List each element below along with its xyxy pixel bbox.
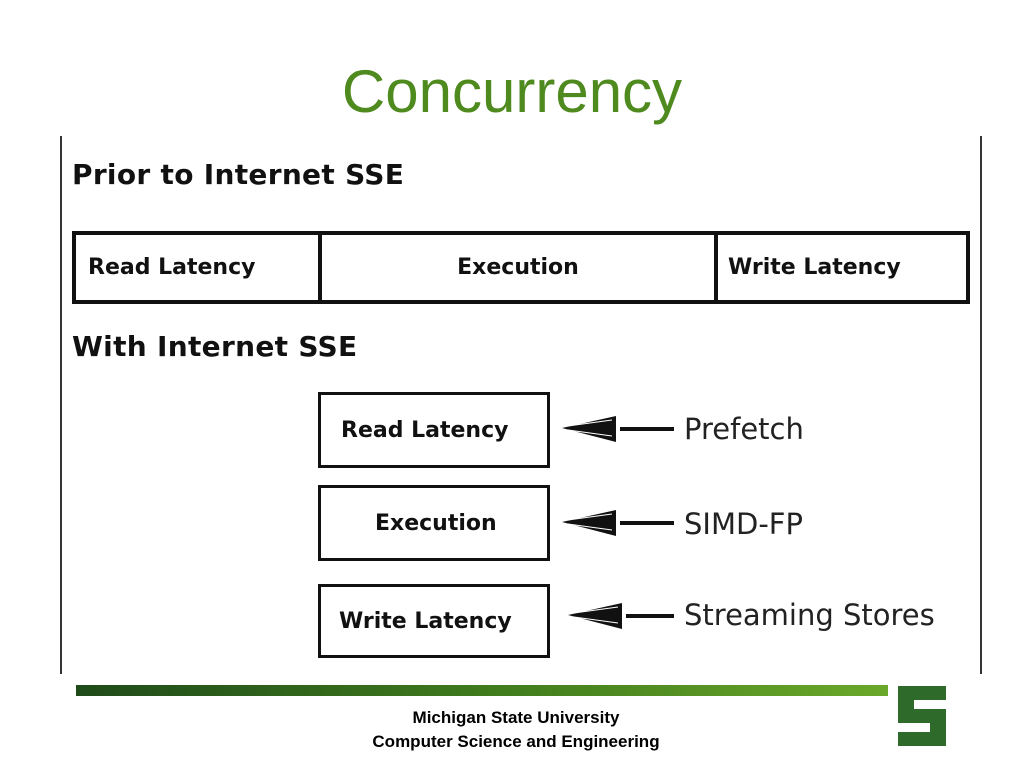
panel-right-border bbox=[980, 136, 982, 674]
footer-department: Computer Science and Engineering bbox=[372, 732, 660, 751]
msu-spartan-s-logo bbox=[898, 686, 946, 746]
left-arrow-icon bbox=[568, 603, 674, 629]
footer-university: Michigan State University bbox=[412, 708, 620, 727]
with-heading: With Internet SSE bbox=[72, 330, 358, 363]
prior-heading: Prior to Internet SSE bbox=[72, 158, 405, 191]
stage-read-latency: Read Latency bbox=[318, 392, 550, 468]
prior-execution-segment: Execution bbox=[322, 235, 718, 300]
feature-streaming-stores: Streaming Stores bbox=[684, 598, 935, 632]
prior-read-latency-segment: Read Latency bbox=[76, 235, 322, 300]
panel-left-border bbox=[60, 136, 62, 674]
left-arrow-icon bbox=[562, 416, 674, 442]
slide-title: Concurrency bbox=[341, 58, 683, 125]
prior-pipeline-bar: Read Latency Execution Write Latency bbox=[72, 231, 970, 304]
prior-write-latency-segment: Write Latency bbox=[728, 255, 901, 280]
left-arrow-icon bbox=[562, 510, 674, 536]
stage-execution: Execution bbox=[318, 485, 550, 561]
footer-divider bbox=[76, 685, 888, 696]
feature-prefetch: Prefetch bbox=[684, 412, 804, 446]
feature-simd-fp: SIMD-FP bbox=[684, 507, 803, 541]
stage-write-latency: Write Latency bbox=[318, 584, 550, 658]
